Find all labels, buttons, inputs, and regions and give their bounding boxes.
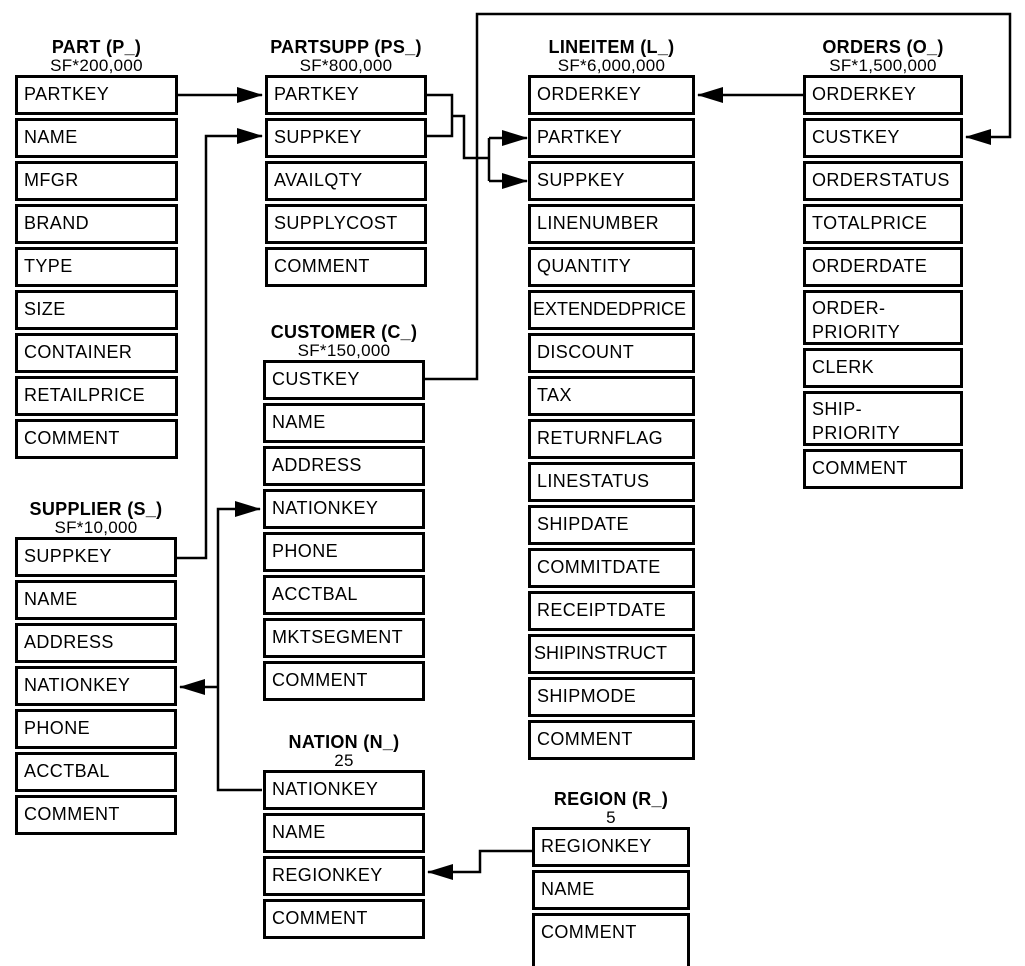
table-row: SUPPKEY bbox=[528, 161, 695, 201]
table-title: PART (P_) bbox=[51, 37, 142, 57]
table-row: COMMITDATE bbox=[528, 548, 695, 588]
table-row: SUPPKEY bbox=[15, 537, 177, 577]
table-row: SUPPKEY bbox=[265, 118, 427, 158]
table-row: COMMENT bbox=[265, 247, 427, 287]
table-row: SHIPMODE bbox=[528, 677, 695, 717]
table-row: NAME bbox=[532, 870, 690, 910]
table-cardinality: SF*10,000 bbox=[54, 518, 138, 537]
table-cardinality: SF*150,000 bbox=[297, 341, 391, 360]
table-cardinality: SF*200,000 bbox=[50, 56, 143, 75]
table-row: ACCTBAL bbox=[15, 752, 177, 792]
table-customer: CUSTOMER (C_) SF*150,000 CUSTKEY NAME AD… bbox=[263, 323, 425, 704]
table-row: DISCOUNT bbox=[528, 333, 695, 373]
table-region: REGION (R_) 5 REGIONKEY NAME COMMENT bbox=[532, 790, 690, 966]
table-row: ORDER- PRIORITY bbox=[803, 290, 963, 345]
table-row: SHIP- PRIORITY bbox=[803, 391, 963, 446]
table-title: NATION (N_) bbox=[288, 732, 400, 752]
table-supplier-header: SUPPLIER (S_) SF*10,000 bbox=[15, 500, 177, 537]
table-cardinality: SF*6,000,000 bbox=[557, 56, 666, 75]
table-row: NATIONKEY bbox=[263, 489, 425, 529]
table-row: COMMENT bbox=[15, 419, 178, 459]
table-row: COMMENT bbox=[803, 449, 963, 489]
rel-supplier-to-partsupp-suppkey bbox=[175, 128, 263, 560]
table-row: CLERK bbox=[803, 348, 963, 388]
table-orders: ORDERS (O_) SF*1,500,000 ORDERKEY CUSTKE… bbox=[803, 38, 963, 492]
table-row: ACCTBAL bbox=[263, 575, 425, 615]
table-row: ORDERKEY bbox=[528, 75, 695, 115]
rel-region-to-nation-regionkey bbox=[427, 849, 534, 880]
table-row: COMMENT bbox=[532, 913, 690, 966]
table-row: ORDERKEY bbox=[803, 75, 963, 115]
table-row: NAME bbox=[263, 403, 425, 443]
table-cardinality: SF*800,000 bbox=[299, 56, 393, 75]
table-row: NAME bbox=[263, 813, 425, 853]
table-row: LINESTATUS bbox=[528, 462, 695, 502]
table-row: RETURNFLAG bbox=[528, 419, 695, 459]
table-row: TAX bbox=[528, 376, 695, 416]
table-row: NATIONKEY bbox=[15, 666, 177, 706]
table-row: NAME bbox=[15, 118, 178, 158]
table-row: AVAILQTY bbox=[265, 161, 427, 201]
table-row: COMMENT bbox=[263, 899, 425, 939]
table-part: PART (P_) SF*200,000 PARTKEY NAME MFGR B… bbox=[15, 38, 178, 462]
table-row: PARTKEY bbox=[265, 75, 427, 115]
table-row: RETAILPRICE bbox=[15, 376, 178, 416]
table-supplier: SUPPLIER (S_) SF*10,000 SUPPKEY NAME ADD… bbox=[15, 500, 177, 838]
table-row: NATIONKEY bbox=[263, 770, 425, 810]
table-lineitem: LINEITEM (L_) SF*6,000,000 ORDERKEY PART… bbox=[528, 38, 695, 763]
table-partsupp: PARTSUPP (PS_) SF*800,000 PARTKEY SUPPKE… bbox=[265, 38, 427, 290]
table-row: SHIPINSTRUCT bbox=[528, 634, 695, 674]
table-row: COMMENT bbox=[528, 720, 695, 760]
table-part-header: PART (P_) SF*200,000 bbox=[15, 38, 178, 75]
table-nation-header: NATION (N_) 25 bbox=[263, 733, 425, 770]
rel-partsupp-to-lineitem-connector bbox=[452, 114, 489, 160]
table-row: PHONE bbox=[15, 709, 177, 749]
table-row: NAME bbox=[15, 580, 177, 620]
table-row: MFGR bbox=[15, 161, 178, 201]
table-row: PHONE bbox=[263, 532, 425, 572]
table-row: ADDRESS bbox=[263, 446, 425, 486]
table-row: SIZE bbox=[15, 290, 178, 330]
table-row: LINENUMBER bbox=[528, 204, 695, 244]
table-row: TOTALPRICE bbox=[803, 204, 963, 244]
table-row: ADDRESS bbox=[15, 623, 177, 663]
table-row: REGIONKEY bbox=[263, 856, 425, 896]
table-row: SUPPLYCOST bbox=[265, 204, 427, 244]
table-customer-header: CUSTOMER (C_) SF*150,000 bbox=[263, 323, 425, 360]
table-row: ORDERSTATUS bbox=[803, 161, 963, 201]
rel-nation-to-customer-nationkey bbox=[216, 501, 262, 792]
table-lineitem-header: LINEITEM (L_) SF*6,000,000 bbox=[528, 38, 695, 75]
table-row: BRAND bbox=[15, 204, 178, 244]
table-title: ORDERS (O_) bbox=[822, 37, 944, 57]
table-title: CUSTOMER (C_) bbox=[270, 322, 418, 342]
table-title: REGION (R_) bbox=[553, 789, 669, 809]
rel-partsupp-bracket bbox=[426, 93, 454, 138]
table-row: REGIONKEY bbox=[532, 827, 690, 867]
table-title: PARTSUPP (PS_) bbox=[270, 37, 422, 57]
table-row: ORDERDATE bbox=[803, 247, 963, 287]
table-region-header: REGION (R_) 5 bbox=[532, 790, 690, 827]
table-row: TYPE bbox=[15, 247, 178, 287]
table-orders-header: ORDERS (O_) SF*1,500,000 bbox=[803, 38, 963, 75]
table-row: EXTENDEDPRICE bbox=[528, 290, 695, 330]
table-row: CONTAINER bbox=[15, 333, 178, 373]
table-row: PARTKEY bbox=[15, 75, 178, 115]
table-nation: NATION (N_) 25 NATIONKEY NAME REGIONKEY … bbox=[263, 733, 425, 942]
table-row: SHIPDATE bbox=[528, 505, 695, 545]
table-row: COMMENT bbox=[15, 795, 177, 835]
table-partsupp-header: PARTSUPP (PS_) SF*800,000 bbox=[265, 38, 427, 75]
table-cardinality: SF*1,500,000 bbox=[829, 56, 937, 75]
table-cardinality: 25 bbox=[334, 751, 354, 770]
table-cardinality: 5 bbox=[606, 808, 616, 827]
table-row: PARTKEY bbox=[528, 118, 695, 158]
table-row: CUSTKEY bbox=[263, 360, 425, 400]
table-title: LINEITEM (L_) bbox=[548, 37, 675, 57]
table-title: SUPPLIER (S_) bbox=[29, 499, 163, 519]
table-row: CUSTKEY bbox=[803, 118, 963, 158]
table-row: MKTSEGMENT bbox=[263, 618, 425, 658]
table-row: RECEIPTDATE bbox=[528, 591, 695, 631]
table-row: COMMENT bbox=[263, 661, 425, 701]
table-row: QUANTITY bbox=[528, 247, 695, 287]
